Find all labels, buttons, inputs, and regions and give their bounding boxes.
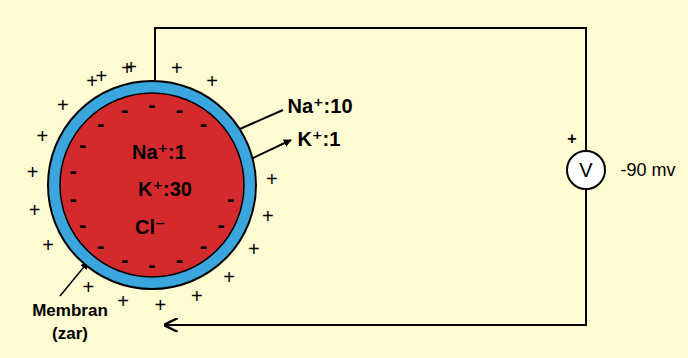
- membrane-ring: [48, 81, 256, 289]
- negative-charge: -: [148, 253, 155, 277]
- negative-charge: -: [97, 234, 104, 258]
- positive-charge: +: [117, 290, 129, 312]
- ion-label: K⁺:30: [138, 178, 192, 200]
- meter-circle: [567, 151, 605, 189]
- voltage-reading: -90 mv: [620, 161, 675, 181]
- ion-label: Cl⁻: [135, 216, 166, 238]
- positive-charge: +: [155, 294, 167, 316]
- negative-charge: -: [200, 112, 207, 136]
- membrane-label: Membran: [32, 302, 108, 321]
- negative-charge: -: [121, 98, 128, 122]
- positive-charge: +: [223, 266, 235, 288]
- positive-charge: +: [86, 70, 98, 92]
- ion-concentration: K⁺:1: [298, 128, 341, 150]
- cytoplasm: [60, 93, 244, 277]
- ion-label: Na⁺:1: [132, 141, 186, 163]
- polarity-sign: +: [567, 130, 576, 148]
- positive-charge: +: [248, 238, 260, 260]
- ion-concentration: Na⁺:10: [287, 95, 352, 117]
- negative-charge: -: [176, 98, 183, 122]
- positive-charge: +: [83, 276, 95, 298]
- membrane-label: (zar): [52, 325, 88, 344]
- negative-charge: -: [218, 213, 225, 237]
- negative-charge: -: [227, 187, 234, 211]
- voltmeter-symbol: V: [566, 150, 606, 190]
- positive-charge: +: [42, 234, 54, 256]
- positive-charge: +: [262, 205, 274, 227]
- negative-charge: -: [121, 248, 128, 272]
- positive-charge: +: [266, 168, 278, 190]
- positive-charge: +: [191, 285, 203, 307]
- negative-charge: -: [148, 93, 155, 117]
- negative-charge: -: [97, 112, 104, 136]
- negative-charge: -: [70, 187, 77, 211]
- positive-charge: +: [121, 57, 133, 79]
- meter-letter: V: [579, 159, 592, 181]
- positive-charge: +: [57, 94, 69, 116]
- positive-charge: +: [29, 199, 41, 221]
- negative-charge: -: [79, 213, 86, 237]
- positive-charge: +: [37, 125, 49, 147]
- negative-charge: -: [200, 234, 207, 258]
- positive-charge: +: [171, 57, 183, 79]
- positive-charge: +: [27, 161, 39, 183]
- negative-charge: -: [70, 159, 77, 183]
- negative-charge: -: [176, 248, 183, 272]
- negative-charge: -: [79, 133, 86, 157]
- positive-charge: +: [206, 70, 218, 92]
